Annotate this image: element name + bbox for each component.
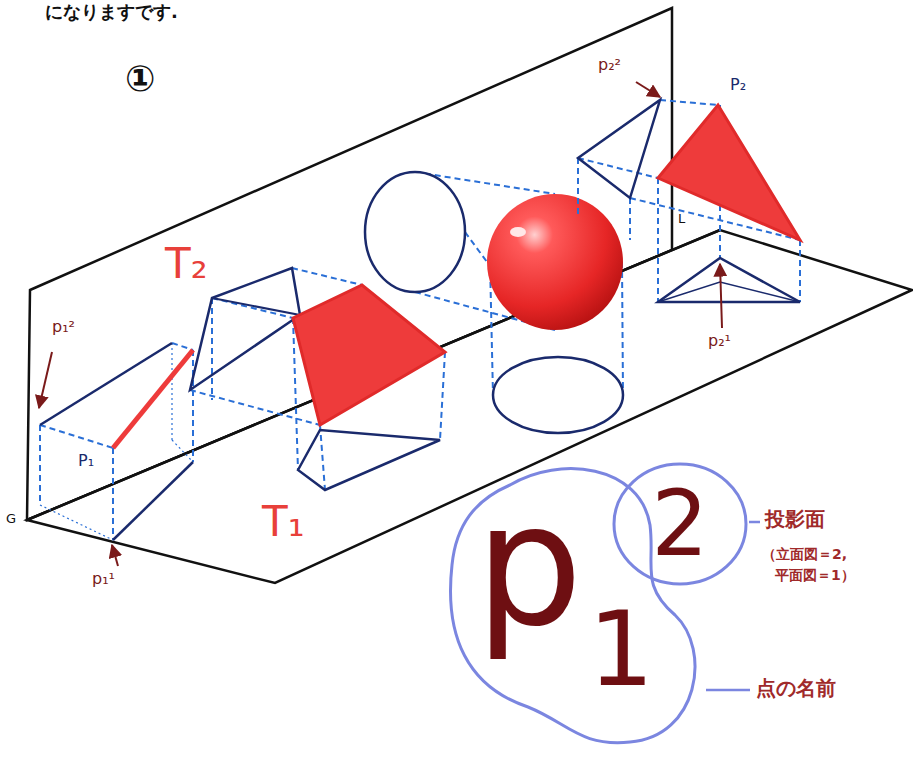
sphere-object-part	[493, 357, 623, 433]
circle-outline	[614, 464, 746, 584]
sphere-object-part-part	[465, 232, 487, 262]
line-object-part-part	[172, 440, 193, 462]
triangle-object-part-part	[660, 100, 718, 105]
triangle-object-part-part	[629, 198, 631, 240]
trapezoid-object-part-part	[292, 268, 362, 285]
trapezoid-object-part	[298, 430, 440, 490]
trapezoid-object-part-part	[190, 390, 320, 425]
triangle-object-part	[658, 258, 800, 302]
legend-note: 投影面	[765, 508, 825, 531]
pointer-arrows-part	[720, 264, 722, 328]
line-object	[40, 343, 193, 540]
triangle-object-part	[578, 100, 800, 302]
ground-line-end: L	[678, 212, 685, 227]
line-object-part-part	[40, 505, 113, 540]
triangle-object-part	[658, 105, 800, 240]
page-note: になりますです.	[45, 2, 178, 23]
pointer-arrows-part	[39, 352, 52, 408]
sphere-object-part	[365, 172, 465, 292]
line-object-part-part	[112, 448, 114, 540]
triangle-object-part	[578, 100, 660, 198]
trapezoid-object-part	[212, 298, 300, 315]
ground-line-end: G	[6, 512, 16, 527]
trapezoid-object	[190, 268, 445, 490]
triangle-object-part-part	[657, 178, 659, 302]
line-object-part	[40, 343, 193, 540]
trapezoid-object-part	[190, 268, 445, 490]
triangle-object	[578, 100, 800, 302]
leader-lines	[706, 522, 760, 690]
point-label: P₁	[78, 452, 94, 470]
line-object-part	[40, 343, 193, 540]
trapezoid-object-part-part	[320, 425, 325, 490]
line-object-part-part	[40, 425, 113, 448]
plane-label: T₁	[262, 498, 305, 546]
sphere-object-part-part	[622, 262, 623, 395]
line-object-part	[113, 350, 193, 448]
point-label: p₂¹	[708, 332, 731, 350]
trapezoid-object-part-part	[440, 352, 445, 440]
sphere-object	[365, 172, 623, 433]
line-object-part-part	[192, 350, 194, 462]
legend-note: 点の名前	[756, 677, 836, 700]
plane-label: T₂	[165, 240, 208, 288]
point-label: p₂²	[598, 56, 621, 74]
step-number: ①	[125, 58, 155, 99]
triangle-object-part-part	[577, 158, 579, 215]
pointer-arrows-part	[112, 545, 118, 566]
projection-planes-part	[27, 230, 912, 583]
line-object-part-part	[39, 425, 41, 505]
projection-plane-circle: 2	[612, 462, 748, 586]
line-object-part	[113, 462, 193, 540]
line-object-part	[40, 343, 172, 425]
symbol-glyph: 1	[588, 597, 654, 701]
triangle-object-part	[658, 282, 800, 302]
trapezoid-object-part-part	[211, 298, 213, 400]
line-object-part-part	[172, 343, 193, 350]
pointer-arrows	[39, 82, 722, 566]
point-label: P₂	[730, 76, 746, 94]
triangle-object-part-part	[799, 240, 801, 302]
legend-note: （立面図＝2,	[762, 546, 847, 562]
symbol-glyph: p	[475, 480, 583, 650]
trapezoid-object-part	[293, 285, 445, 425]
projection-planes	[27, 8, 912, 583]
point-label: p₁¹	[92, 570, 115, 588]
leader-lines-part	[749, 521, 760, 524]
symbol-glyph: 2	[651, 479, 708, 569]
sphere-object-part	[510, 227, 526, 237]
sphere-object-part	[487, 194, 623, 330]
leader-lines-part	[706, 689, 750, 692]
legend-note: 平面図＝1）	[775, 567, 855, 583]
line-object-part-part	[171, 343, 172, 440]
point-label: p₁²	[52, 318, 75, 336]
pointer-arrows-part	[636, 82, 660, 97]
